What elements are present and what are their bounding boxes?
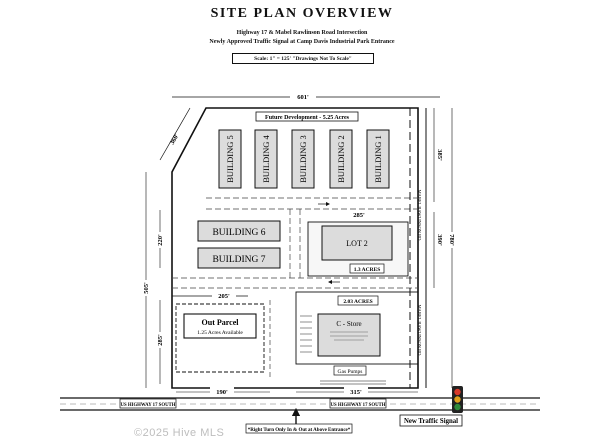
building-2: BUILDING 2: [329, 129, 353, 189]
left-dim-a-bg: [155, 232, 165, 248]
dim-top: 601': [297, 94, 309, 101]
signal-red-light: [454, 388, 461, 396]
dim-mid: 205': [218, 293, 230, 300]
traffic-signal-icon: [452, 386, 463, 413]
highway-label-right-box: [329, 398, 387, 409]
left-dim-b-bg: [141, 280, 151, 296]
right-turn-note: *Right Turn Only In & Out at Above Entra…: [248, 428, 351, 433]
gas-pump-canopy: [320, 380, 386, 385]
dim-bottom-right: 315': [350, 389, 362, 396]
right-turn-note-box: [245, 423, 353, 434]
mabel-rawlinson-road: MABEL RAWLINSON RD MABEL RAWLINSON RD: [409, 108, 427, 388]
dim-bottom-left: 190': [216, 389, 228, 396]
road-label-lower: MABEL RAWLINSON RD: [417, 305, 422, 356]
internal-roads: [172, 197, 418, 289]
top-dimension-bg: [290, 92, 316, 101]
bottom-left-dim-bg: [210, 387, 234, 396]
building-4-label: BUILDING 4: [261, 135, 271, 183]
scale-note: Scale: 1" = 125' "Drawings Not To Scale": [232, 53, 374, 64]
cstore-parcel: [295, 291, 419, 365]
cstore-building: [317, 313, 381, 357]
out-parcel-box: [183, 313, 257, 339]
building-6-label: BUILDING 6: [212, 228, 265, 238]
subtitle-intersection: Highway 17 & Mabel Rawlinson Road Inters…: [236, 30, 368, 36]
out-parcel-boundary: [175, 303, 265, 373]
new-signal-label: New Traffic Signal: [404, 418, 458, 425]
cstore-acres: 2.03 ACRES: [343, 299, 372, 305]
future-development-box: [255, 111, 359, 122]
building-3: BUILDING 3: [291, 129, 315, 189]
building-5-label: BUILDING 5: [225, 135, 235, 182]
building-7-label: BUILDING 7: [212, 255, 265, 265]
building-7: BUILDING 7: [197, 247, 281, 269]
dim-right-a: 385': [436, 149, 443, 161]
dim-left-a: 220': [157, 234, 164, 246]
highway-label-left-box: [119, 398, 177, 409]
dim-right-b: 780': [448, 234, 455, 246]
future-development-label: Future Development - 5.25 Acres: [265, 115, 350, 121]
building-3-label: BUILDING 3: [298, 135, 308, 182]
us-highway-17: US HIGHWAY 17 SOUTH US HIGHWAY 17 SOUTH: [60, 397, 540, 411]
property-outline: [171, 107, 419, 389]
right-dim-b-bg: [447, 232, 457, 248]
new-signal-box: [399, 414, 463, 427]
dim-left-c: 285': [157, 334, 164, 346]
lot2-dimension-bg: [346, 210, 372, 219]
out-parcel-label: Out Parcel: [202, 318, 240, 327]
building-5: BUILDING 5: [218, 129, 242, 189]
subtitle-traffic-signal: Newly Approved Traffic Signal at Camp Da…: [209, 39, 395, 45]
signal-yellow-light: [454, 396, 461, 403]
road-label-upper: MABEL RAWLINSON RD: [417, 190, 422, 241]
left-dim-c-bg: [155, 332, 165, 348]
building-6: BUILDING 6: [197, 220, 281, 242]
highway-label-left: US HIGHWAY 17 SOUTH: [121, 403, 176, 408]
cstore-acres-box: [337, 295, 379, 306]
page-title: SITE PLAN OVERVIEW: [210, 6, 394, 21]
dim-lot2-top: 285': [353, 212, 365, 219]
parking-stripes: [300, 315, 312, 353]
mid-dimension-bg: [212, 291, 236, 300]
dim-right-c: 390': [436, 234, 443, 246]
mls-watermark: ©2025 Hive MLS: [134, 427, 225, 439]
dim-diag: 360': [169, 132, 181, 146]
building-1-label: BUILDING 1: [373, 135, 383, 182]
lot2-acres-box: [349, 263, 385, 274]
lot2-acres: 1.3 ACRES: [354, 267, 381, 273]
diag-dimension-line: [159, 107, 191, 161]
lot2-building: [321, 225, 393, 261]
building-4: BUILDING 4: [254, 129, 278, 189]
gas-pumps-label: Gas Pumps: [338, 369, 363, 375]
building-2-label: BUILDING 2: [336, 135, 346, 182]
signal-green-light: [454, 403, 461, 411]
out-parcel-sub: 1.25 Acres Available: [197, 330, 243, 336]
cstore-label: C - Store: [336, 320, 361, 328]
dim-left-b: 505': [143, 282, 150, 294]
bottom-right-dim-bg: [344, 387, 368, 396]
lot2-label: LOT 2: [346, 239, 367, 248]
highway-label-right: US HIGHWAY 17 SOUTH: [331, 403, 386, 408]
building-1: BUILDING 1: [366, 129, 390, 189]
gas-pumps-box: [333, 365, 367, 376]
